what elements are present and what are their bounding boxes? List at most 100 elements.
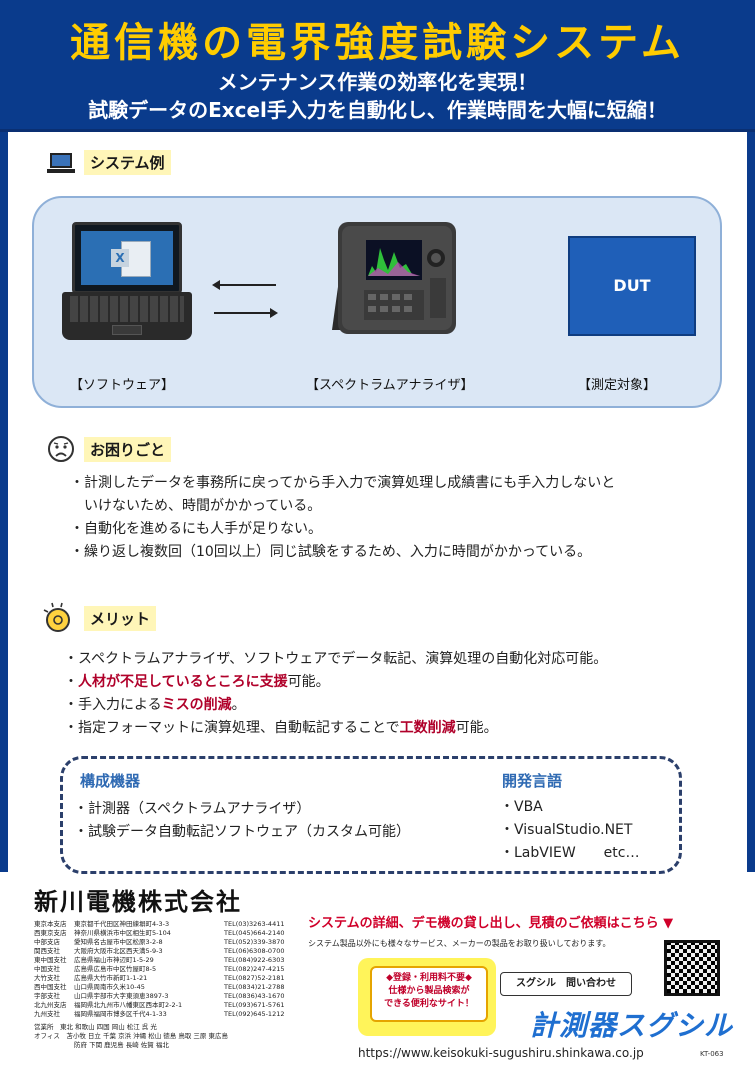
office-address: 広島県広島市中区竹屋町8-5	[74, 965, 157, 973]
caption-analyzer: 【スペクトラムアナライザ】	[306, 378, 474, 393]
office-tel: TEL(052)339-3870	[224, 938, 285, 946]
office-row: 東京本支店東京都千代田区神田練塀町4-3-3 TEL(03)3263-4411	[34, 920, 304, 929]
subtitle-2: 試験データのExcel手入力を自動化し、作業時間を大幅に短縮！	[88, 98, 667, 122]
cta-text: システムの詳細、デモ機の貸し出し、見積のご依頼はこちら ▼	[308, 916, 674, 931]
company-name: 新川電機株式会社	[34, 888, 242, 916]
office-address: 広島県大竹市新町1-1-21	[74, 974, 148, 982]
office-tel: TEL(045)664-2140	[224, 929, 285, 937]
languages-heading: 開発言語	[502, 772, 563, 790]
header-banner: 通信機の電界強度試験システム メンテナンス作業の効率化を実現！ 試験データのEx…	[0, 0, 755, 132]
merits-heading-label: メリット	[84, 605, 157, 631]
equipment-box	[60, 756, 682, 874]
office-tel: TEL(0836)43-1670	[224, 992, 285, 1000]
office-extra: オフィス 苫小牧 日立 千葉 京浜 沖縄 松山 徳島 鳥取 三原 東広島	[34, 1032, 228, 1040]
qr-code-icon[interactable]	[664, 940, 720, 996]
left-border	[0, 132, 8, 872]
problems-heading: お困りごと	[46, 434, 172, 464]
office-name: 東中国支社	[34, 956, 67, 964]
laptop-image: X	[72, 222, 182, 294]
office-address: 山口県宇部市大字東須恵3897-3	[74, 992, 169, 1000]
list-item: ・人材が不足しているところに支援可能。	[64, 674, 330, 690]
office-name: 北九州支店	[34, 1001, 67, 1009]
inquiry-button[interactable]: スグシル 問い合わせ	[500, 972, 632, 996]
office-address: 福岡県北九州市八幡東区西本町2-2-1	[74, 1001, 183, 1009]
office-tel: TEL(0827)52-2181	[224, 974, 285, 982]
list-item: ・指定フォーマットに演算処理、自動転記することで工数削減可能。	[64, 720, 498, 736]
office-row: 東中国支社広島県福山市神辺町1-5-29 TEL(084)922-6303	[34, 956, 304, 965]
right-border	[747, 132, 755, 872]
caption-software: 【ソフトウェア】	[70, 378, 175, 393]
list-item: ・手入力によるミスの削減。	[64, 697, 246, 713]
office-row: 関西支社 大阪府大阪市北区西天満5-9-3 TEL(06)6308-0700	[34, 947, 304, 956]
office-tel: TEL(0834)21-2788	[224, 983, 285, 991]
page-title: 通信機の電界強度試験システム	[70, 20, 685, 66]
languages-list: ・VBA ・VisualStudio.NET ・LabVIEW etc…	[500, 796, 639, 865]
subtitle-1: メンテナンス作業の効率化を実現！	[217, 70, 538, 94]
office-tel: TEL(082)247-4215	[224, 965, 285, 973]
lightbulb-icon	[43, 602, 70, 632]
office-row: 北九州支店福岡県北九州市八幡東区西本町2-2-1 TEL(093)671-5761	[34, 1001, 304, 1010]
worried-face-icon	[48, 436, 74, 462]
office-name: 西中国支社	[34, 983, 67, 991]
doc-code: KT-063	[700, 1050, 724, 1058]
list-item: ・VBA	[500, 799, 543, 815]
office-row: 中部支店 愛知県名古屋市中区松原3-2-8 TEL(052)339-3870	[34, 938, 304, 947]
office-row: 宇部支社 山口県宇部市大字東須恵3897-3 TEL(0836)43-1670	[34, 992, 304, 1001]
cta-subtext: システム製品以外にも様々なサービス、メーカーの製品をお取り扱いしております。	[308, 939, 611, 948]
office-name: 宇部支社	[34, 992, 60, 1000]
office-extra: 営業所 東北 和歌山 四国 岡山 松江 呉 光	[34, 1023, 157, 1031]
office-name: 関西支社	[34, 947, 60, 955]
problems-list: ・計測したデータを事務所に戻ってから手入力で演算処理し成績書にも手入力しないと …	[70, 472, 615, 564]
office-name: 中国支社	[34, 965, 60, 973]
promo-tag: ◆登録・利用料不要◆ 仕様から製品検索が できる便利なサイト！	[370, 966, 488, 1022]
office-tel: TEL(084)922-6303	[224, 956, 285, 964]
list-item: ・VisualStudio.NET	[500, 822, 633, 838]
equipment-list: ・計測器（スペクトラムアナライザ） ・試験データ自動転記ソフトウェア（カスタム可…	[74, 798, 410, 844]
office-row: 西東京支店神奈川県横浜市中区相生町5-104 TEL(045)664-2140	[34, 929, 304, 938]
list-item: ・計測器（スペクトラムアナライザ）	[74, 801, 311, 817]
office-name: 大竹支社	[34, 974, 60, 982]
office-address: 大阪府大阪市北区西天満5-9-3	[74, 947, 163, 955]
laptop-base	[62, 292, 192, 340]
office-address: 福岡県福岡市博多区千代4-1-33	[74, 1010, 167, 1018]
merits-list: ・スペクトラムアナライザ、ソフトウェアでデータ転記、演算処理の自動化対応可能。 …	[64, 648, 607, 740]
arrow-left-icon	[212, 280, 276, 290]
office-tel: TEL(093)671-5761	[224, 1001, 285, 1009]
dut-box: DUT	[568, 236, 696, 336]
list-item: ・自動化を進めるにも人手が足りない。	[70, 521, 322, 537]
sugushiru-logo[interactable]: 計測器スグシル	[530, 1009, 734, 1042]
office-address: 神奈川県横浜市中区相生町5-104	[74, 929, 171, 937]
office-extra: 防府 下関 鹿児島 長崎 佐賀 福北	[74, 1041, 169, 1049]
list-item: ・試験データ自動転記ソフトウェア（カスタム可能）	[74, 824, 410, 840]
list-item: ・計測したデータを事務所に戻ってから手入力で演算処理し成績書にも手入力しないと	[70, 475, 616, 491]
office-tel: TEL(03)3263-4411	[224, 920, 285, 928]
system-heading-label: システム例	[84, 150, 171, 175]
list-item: ・LabVIEW etc…	[500, 845, 640, 861]
office-address: 広島県福山市神辺町1-5-29	[74, 956, 154, 964]
laptop-icon	[47, 152, 75, 173]
office-tel: TEL(06)6308-0700	[224, 947, 285, 955]
spectrum-analyzer-image	[332, 222, 456, 334]
office-address: 愛知県名古屋市中区松原3-2-8	[74, 938, 163, 946]
site-url[interactable]: https://www.keisokuki-sugushiru.shinkawa…	[358, 1046, 644, 1060]
office-row: 中国支社 広島県広島市中区竹屋町8-5 TEL(082)247-4215	[34, 965, 304, 974]
office-name: 東京本支店	[34, 920, 67, 928]
office-row: 西中国支社山口県周南市久米10-45 TEL(0834)21-2788	[34, 983, 304, 992]
equipment-heading: 構成機器	[80, 772, 141, 790]
list-item: ・スペクトラムアナライザ、ソフトウェアでデータ転記、演算処理の自動化対応可能。	[64, 651, 608, 667]
office-name: 九州支社	[34, 1010, 60, 1018]
arrow-right-icon	[214, 308, 278, 318]
office-name: 中部支店	[34, 938, 60, 946]
office-row: 大竹支社 広島県大竹市新町1-1-21 TEL(0827)52-2181	[34, 974, 304, 983]
office-name: 西東京支店	[34, 929, 67, 937]
office-address: 東京都千代田区神田練塀町4-3-3	[74, 920, 170, 928]
office-tel: TEL(092)645-1212	[224, 1010, 285, 1018]
list-item: いけないため、時間がかかっている。	[84, 498, 322, 514]
office-address: 山口県周南市久米10-45	[74, 983, 145, 991]
problems-heading-label: お困りごと	[84, 436, 172, 462]
office-row: 九州支社 福岡県福岡市博多区千代4-1-33 TEL(092)645-1212	[34, 1010, 304, 1019]
system-heading: システム例	[46, 150, 171, 175]
list-item: ・繰り返し複数回（10回以上）同じ試験をするため、入力に時間がかかっている。	[70, 544, 592, 560]
merits-heading: メリット	[40, 600, 157, 636]
